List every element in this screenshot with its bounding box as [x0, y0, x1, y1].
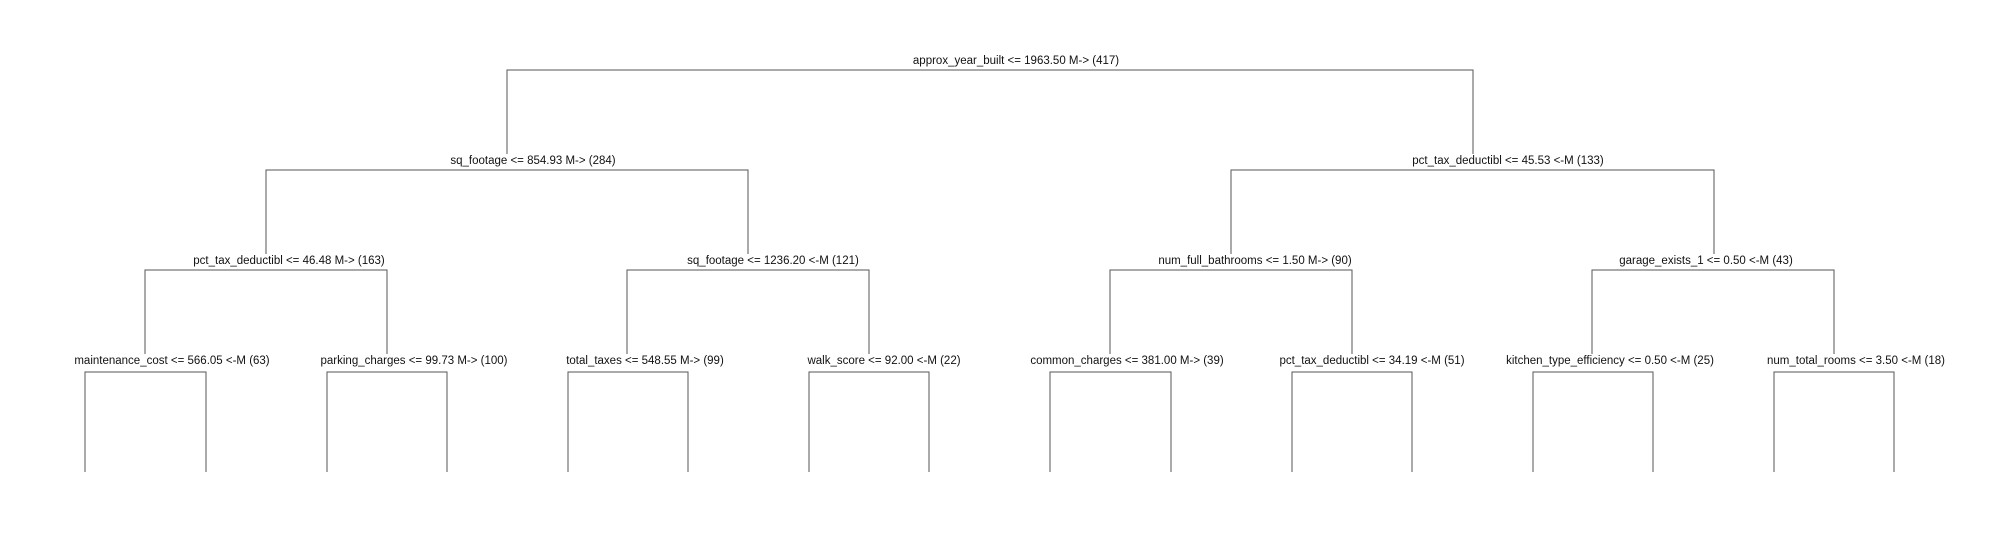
- node-label-pct-tax-deductibl: pct_tax_deductibl <= 45.53 <-M (133): [1412, 155, 1604, 167]
- edge-rrr: [1773, 371, 1895, 472]
- tree-edges: [84, 69, 1895, 472]
- edge-rl: [1109, 269, 1353, 355]
- edge-rll: [1049, 371, 1172, 472]
- edge-lrl: [567, 371, 689, 472]
- edge-ll: [144, 269, 388, 355]
- tree-labels: approx_year_built <= 1963.50 M-> (417) s…: [72, 54, 1948, 368]
- node-label-num-full-bathrooms: num_full_bathrooms <= 1.50 M-> (90): [1158, 255, 1352, 267]
- edge-lrr: [808, 371, 930, 472]
- node-label-kitchen-type-efficiency: kitchen_type_efficiency <= 0.50 <-M (25): [1506, 355, 1714, 367]
- edge-rrl: [1532, 371, 1654, 472]
- node-label-maintenance-cost: maintenance_cost <= 566.05 <-M (63): [74, 355, 269, 367]
- edge-root-right: [1230, 169, 1715, 255]
- edge-lll: [84, 371, 207, 472]
- node-label-sq-footage: sq_footage <= 854.93 M-> (284): [450, 155, 615, 167]
- node-label-walk-score: walk_score <= 92.00 <-M (22): [806, 355, 960, 367]
- edge-lr: [626, 269, 870, 355]
- edge-rlr: [1291, 371, 1413, 472]
- edge-rr: [1591, 269, 1835, 355]
- node-label-parking-charges: parking_charges <= 99.73 M-> (100): [321, 355, 508, 367]
- node-label-pct-tax-deductibl-leaf: pct_tax_deductibl <= 34.19 <-M (51): [1279, 355, 1464, 367]
- node-label-sq-footage-right: sq_footage <= 1236.20 <-M (121): [687, 255, 859, 267]
- edge-root-left: [265, 169, 749, 255]
- node-label-total-taxes: total_taxes <= 548.55 M-> (99): [566, 355, 724, 367]
- node-label-common-charges: common_charges <= 381.00 M-> (39): [1030, 355, 1224, 367]
- node-label-pct-tax-deductibl-left: pct_tax_deductibl <= 46.48 M-> (163): [193, 255, 385, 267]
- edge-llr: [326, 371, 448, 472]
- node-label-num-total-rooms: num_total_rooms <= 3.50 <-M (18): [1767, 355, 1945, 367]
- edge-root: [506, 69, 1474, 155]
- node-label-garage-exists: garage_exists_1 <= 0.50 <-M (43): [1619, 255, 1793, 267]
- node-label-root: approx_year_built <= 1963.50 M-> (417): [913, 55, 1119, 67]
